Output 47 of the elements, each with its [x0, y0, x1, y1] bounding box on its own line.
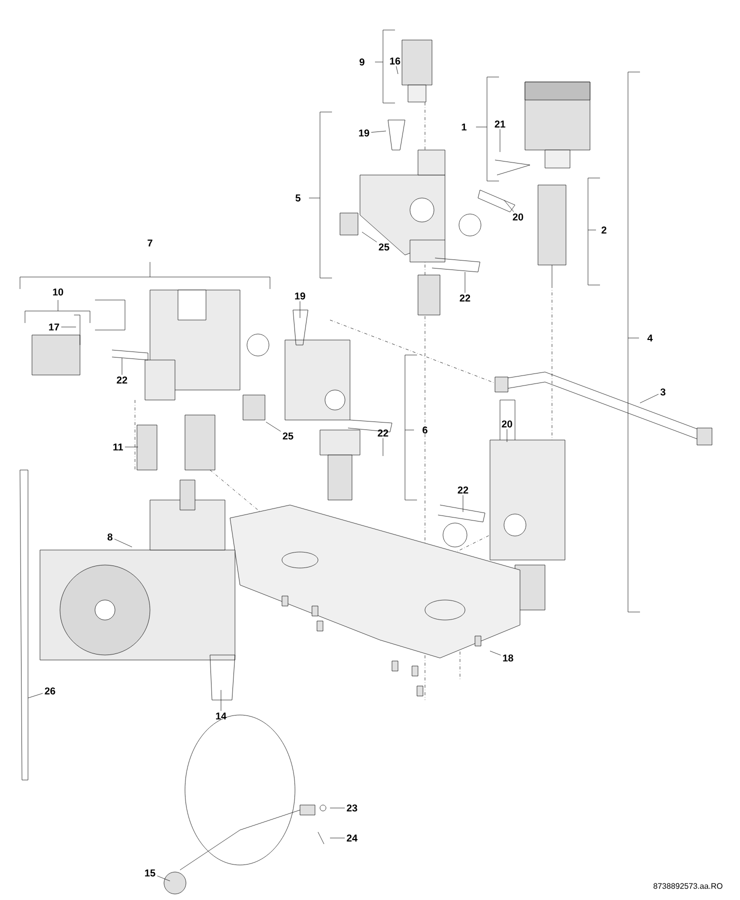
callout-number: 20 [502, 420, 512, 428]
callout-number: 11 [113, 444, 123, 450]
callout-number: 17 [49, 324, 60, 330]
callout-number: 3 [660, 388, 666, 396]
callout-number: 26 [44, 687, 56, 695]
callout-number: 21 [494, 120, 506, 128]
leader-line [220, 690, 222, 712]
callout-number: 24 [346, 834, 358, 842]
callout-number: 25 [378, 243, 390, 251]
leader-line [506, 429, 508, 442]
callout-number: 7 [148, 240, 152, 246]
leader-line [157, 876, 170, 882]
callout-number: 14 [216, 712, 226, 720]
leader-line [504, 200, 514, 212]
leader-line [114, 538, 132, 548]
callout-number: 22 [460, 294, 470, 302]
callout-number: 20 [512, 213, 524, 221]
callout-number: 1 [462, 124, 466, 130]
callout-number: 19 [359, 129, 370, 137]
leader-line [266, 422, 281, 432]
leader-line [490, 650, 501, 656]
callout-number: 8 [108, 533, 112, 541]
callout-number: 18 [503, 654, 514, 662]
callout-number: 22 [378, 430, 388, 436]
callout-number: 22 [116, 376, 128, 384]
callout-number: 19 [295, 292, 306, 300]
leader-line [362, 232, 377, 242]
leader-line [28, 693, 43, 698]
leader-line [382, 438, 384, 456]
leader-line [124, 446, 138, 448]
callout-number: 6 [422, 426, 428, 434]
leader-line [462, 494, 464, 512]
leader-line [464, 272, 466, 294]
callout-number: 9 [360, 58, 364, 66]
leader-line [396, 66, 398, 74]
callout-number: 22 [458, 486, 468, 494]
callout-number: 5 [296, 194, 300, 202]
callout-number: 23 [346, 804, 358, 812]
leader-line [640, 394, 659, 404]
callout-number: 2 [602, 226, 606, 234]
callout-number: 4 [647, 334, 653, 342]
callout-number: 16 [390, 57, 400, 65]
callout-number: 15 [145, 870, 156, 876]
callout-number: 10 [53, 288, 64, 296]
leader-line [371, 130, 386, 133]
leader-line [61, 326, 76, 328]
callout-number: 25 [282, 432, 294, 440]
